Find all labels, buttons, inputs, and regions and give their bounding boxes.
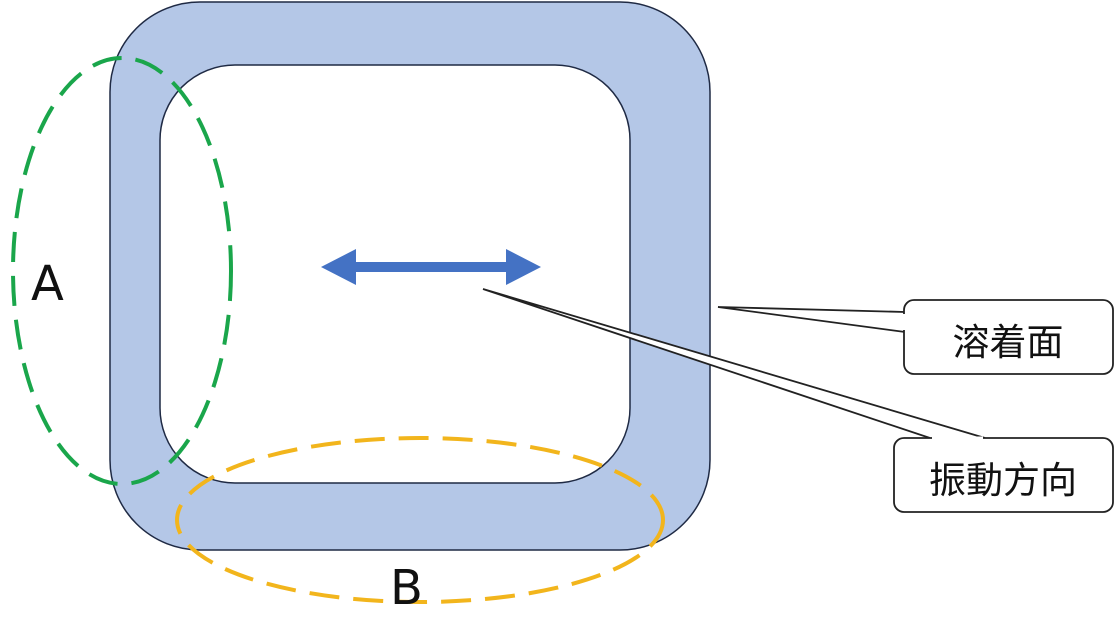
callout-weld-surface-text: 溶着面 <box>953 321 1064 364</box>
callout-weld-surface-leader <box>717 306 906 333</box>
callout-vibration-direction-box <box>893 437 1114 513</box>
arrow-shaft <box>348 262 512 272</box>
inner-cavity <box>159 64 631 484</box>
region-a-ellipse <box>11 56 233 486</box>
region-b-label: B <box>390 560 423 616</box>
callout-vibration-direction-leader <box>482 288 986 439</box>
region-a-label: A <box>31 256 64 312</box>
callout-vibration-direction-text: 振動方向 <box>929 459 1077 502</box>
arrow-head-left <box>321 249 356 285</box>
arrow-head-right <box>506 249 541 285</box>
callout-weld-surface-box <box>903 299 1114 375</box>
region-b-ellipse <box>175 436 665 604</box>
callout-weld-surface: 溶着面 <box>717 299 1114 375</box>
double-headed-arrow-icon <box>321 249 541 285</box>
callout-vibration-direction: 振動方向 <box>482 288 1114 513</box>
